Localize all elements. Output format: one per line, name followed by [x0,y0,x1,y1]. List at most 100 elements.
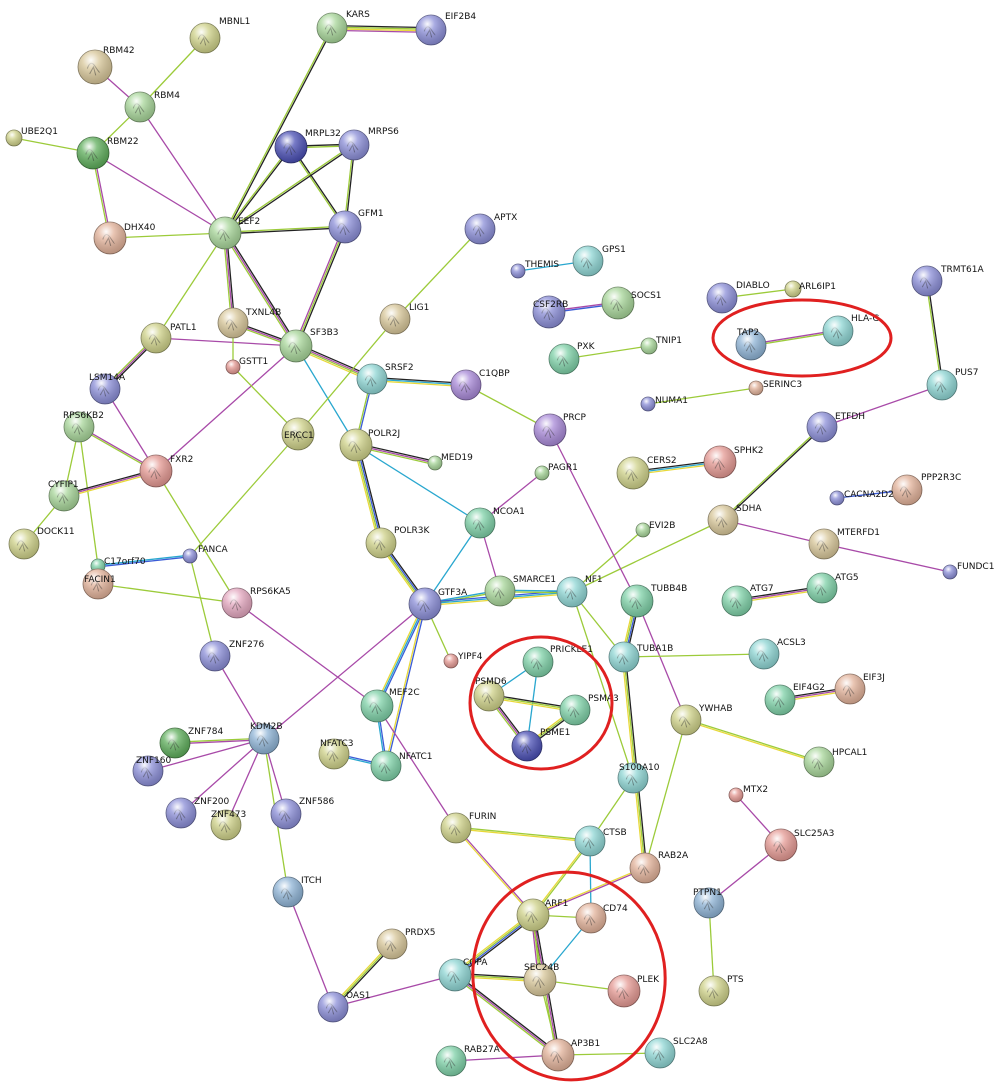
node-hla-g[interactable]: HLA-G [822,314,880,347]
node-prcp[interactable]: PRCP [533,413,587,447]
node-ptpn1[interactable]: PTPN1 [693,887,725,919]
node-med19[interactable]: MED19 [427,453,473,471]
node-trmt61a[interactable]: TRMT61A [911,265,984,297]
node-s100a10[interactable]: S100A10 [617,762,660,794]
node-mrps6[interactable]: MRPS6 [338,127,399,161]
node-plek[interactable]: PLEK [607,974,660,1008]
node-eif4g2[interactable]: EIF4G2 [764,683,825,716]
node-kars[interactable]: KARS [316,10,370,44]
node-lig1[interactable]: LIG1 [379,303,429,335]
node-ap3b1[interactable]: AP3B1 [541,1038,600,1072]
node-fanca[interactable]: FANCA [182,545,229,564]
node-znf276[interactable]: ZNF276 [199,640,265,672]
node-znf200[interactable]: ZNF200 [165,797,230,829]
node-etfdh[interactable]: ETFDH [806,411,865,443]
node-mrpl32[interactable]: MRPL32 [274,129,341,164]
node-sphk2[interactable]: SPHK2 [703,445,764,479]
node-ywhab[interactable]: YWHAB [670,704,733,736]
node-pts[interactable]: PTS [698,975,744,1007]
node-pus7[interactable]: PUS7 [926,368,978,401]
node-tnip1[interactable]: TNIP1 [640,336,682,355]
node-numa1[interactable]: NUMA1 [640,396,688,412]
node-cacna2d2[interactable]: CACNA2D2 [829,490,894,506]
node-lsm14a[interactable]: LSM14A [89,373,126,405]
node-polr2j[interactable]: POLR2J [339,428,400,462]
node-znf473[interactable]: ZNF473 [210,809,246,841]
node-rbm22[interactable]: RBM22 [76,136,139,170]
node-rbm42[interactable]: RBM42 [77,46,135,85]
node-psma3[interactable]: PSMA3 [559,694,619,726]
node-znf784[interactable]: ZNF784 [159,727,224,759]
node-mterfd1[interactable]: MTERFD1 [808,528,880,560]
node-smarce1[interactable]: SMARCE1 [484,575,556,607]
node-atg7[interactable]: ATG7 [721,584,774,617]
node-txnl4b[interactable]: TXNL4B [217,307,281,339]
node-rbm4[interactable]: RBM4 [124,91,180,123]
node-hpcal1[interactable]: HPCAL1 [803,746,867,778]
node-fundc1[interactable]: FUNDC1 [942,562,994,580]
node-yipf4[interactable]: YIPF4 [443,652,483,669]
node-tap2[interactable]: TAP2 [735,328,767,361]
node-gtf3a[interactable]: GTF3A [408,587,468,621]
node-rps6ka5[interactable]: RPS6KA5 [221,587,291,619]
node-c1qbp[interactable]: C1QBP [450,369,510,401]
node-sdha[interactable]: SDHA [707,504,762,536]
node-kdm2b[interactable]: KDM2B [248,722,283,755]
node-furin[interactable]: FURIN [440,812,496,844]
node-aptx[interactable]: APTX [464,213,517,245]
node-prickle1[interactable]: PRICKLE1 [522,645,593,678]
node-rps6kb2[interactable]: RPS6KB2 [63,411,104,443]
node-slc2a8[interactable]: SLC2A8 [644,1037,708,1069]
node-pagr1[interactable]: PAGR1 [534,463,578,481]
node-serinc3[interactable]: SERINC3 [748,380,802,396]
node-ube2q1[interactable]: UBE2Q1 [5,127,58,147]
node-nf1[interactable]: NF1 [556,575,603,608]
node-znf586[interactable]: ZNF586 [270,797,335,830]
node-cers2[interactable]: CERS2 [616,456,677,490]
node-dock11[interactable]: DOCK11 [8,527,75,560]
node-rab27a[interactable]: RAB27A [435,1045,501,1077]
node-diablo[interactable]: DIABLO [706,281,770,314]
node-arf1[interactable]: ARF1 [516,898,568,932]
node-cd74[interactable]: CD74 [575,902,628,934]
node-fxr2[interactable]: FXR2 [139,454,193,488]
node-ncoa1[interactable]: NCOA1 [464,507,525,539]
node-atg5[interactable]: ATG5 [806,572,859,604]
node-sec24b[interactable]: SEC24B [523,963,559,997]
node-dhx40[interactable]: DHX40 [93,221,156,255]
node-srsf2[interactable]: SRSF2 [356,363,414,395]
node-nfatc1[interactable]: NFATC1 [370,750,433,782]
node-eef2[interactable]: EEF2 [208,216,260,250]
node-mbnl1[interactable]: MBNL1 [189,17,250,54]
node-tubb4b[interactable]: TUBB4B [620,584,687,618]
node-arl6ip1[interactable]: ARL6IP1 [784,280,836,298]
node-evi2b[interactable]: EVI2B [635,521,675,538]
node-cyfip1[interactable]: CYFIP1 [48,480,80,512]
node-gfm1[interactable]: GFM1 [328,209,384,244]
node-pxk[interactable]: PXK [548,342,596,375]
node-znf160[interactable]: ZNF160 [132,755,172,787]
node-oas1[interactable]: OAS1 [317,991,371,1023]
node-rab2a[interactable]: RAB2A [629,851,689,884]
node-copa[interactable]: COPA [438,958,488,992]
node-themis[interactable]: THEMIS [510,260,559,279]
node-socs1[interactable]: SOCS1 [601,286,662,320]
node-mef2c[interactable]: MEF2C [360,688,420,723]
node-itch[interactable]: ITCH [272,876,322,908]
node-gps1[interactable]: GPS1 [572,245,626,277]
node-nfatc3[interactable]: NFATC3 [318,738,354,770]
node-ppp2r3c[interactable]: PPP2R3C [891,473,961,506]
node-sf3b3[interactable]: SF3B3 [279,328,339,363]
node-psme1[interactable]: PSME1 [511,728,570,762]
node-prdx5[interactable]: PRDX5 [376,928,436,960]
node-csf2rb[interactable]: CSF2RB [532,295,568,329]
node-eif3j[interactable]: EIF3J [834,673,885,705]
node-ctsb[interactable]: CTSB [574,825,627,857]
node-facin1[interactable]: FACIN1 [82,568,116,600]
node-patl1[interactable]: PATL1 [140,322,197,354]
node-mtx2[interactable]: MTX2 [728,785,768,803]
node-tuba1b[interactable]: TUBA1B [608,641,673,673]
node-polr3k[interactable]: POLR3K [365,526,431,559]
node-slc25a3[interactable]: SLC25A3 [764,828,834,862]
node-ercc1[interactable]: ERCC1 [281,417,315,451]
